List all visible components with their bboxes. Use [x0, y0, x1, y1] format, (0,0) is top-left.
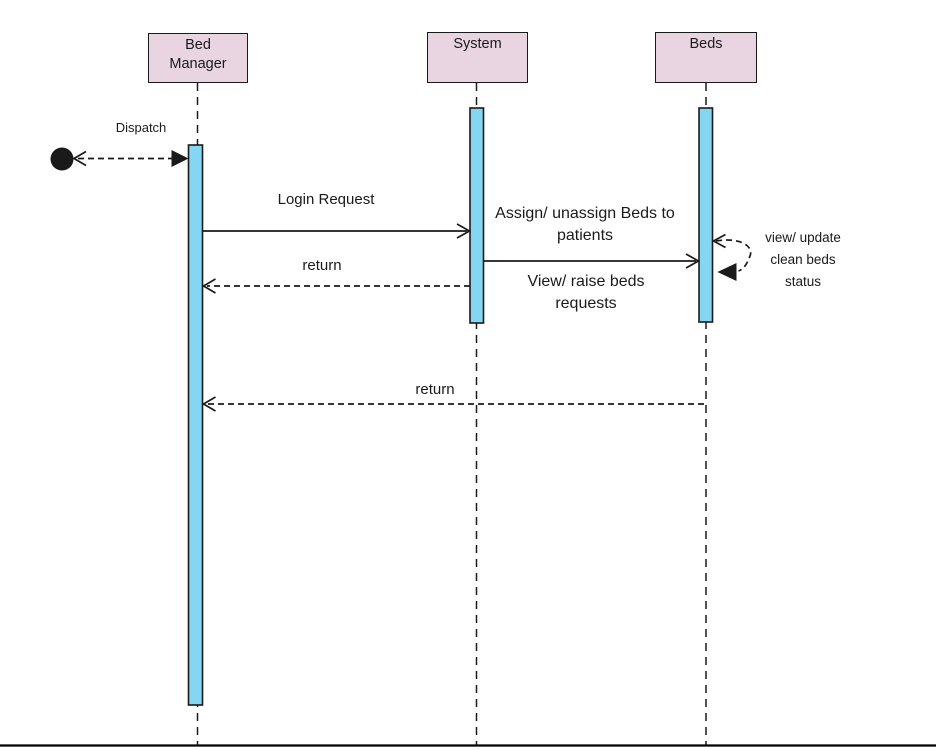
message-label-assign-unassign: Assign/ unassign Beds to patients	[495, 205, 675, 244]
open-arrowhead-left-icon	[711, 233, 726, 249]
actor-label-bed-manager: Bed Manager	[169, 37, 227, 72]
message-label-view-raise: View/ raise beds requests	[527, 273, 645, 312]
activation-bar-system[interactable]	[469, 107, 485, 324]
message-label-login-request: Login Request	[277, 191, 375, 208]
actor-box-system[interactable]: System	[427, 32, 528, 83]
message-label-return-system: return	[302, 257, 342, 274]
filled-arrowhead-right-icon	[171, 150, 189, 167]
actor-box-beds[interactable]: Beds	[655, 32, 757, 83]
open-arrowhead-left-icon	[72, 150, 87, 167]
message-label-return-beds: return	[415, 381, 455, 398]
filled-arrowhead-left-icon	[717, 263, 737, 281]
open-arrowhead-left-icon	[201, 396, 216, 412]
message-assign-unassign-arrow[interactable]	[483, 253, 701, 269]
activation-bar-beds[interactable]	[698, 107, 714, 323]
open-arrowhead-left-icon	[201, 278, 216, 294]
actor-label-beds: Beds	[689, 36, 723, 52]
message-dispatch-arrow[interactable]	[50, 147, 189, 171]
self-loop-curve	[715, 239, 752, 272]
message-label-dispatch: Dispatch	[115, 120, 167, 135]
open-arrowhead-right-icon	[685, 253, 701, 269]
message-return-beds-arrow[interactable]	[201, 396, 705, 412]
actor-label-system: System	[453, 36, 502, 52]
message-label-view-update-self: view/ update clean beds status	[765, 230, 841, 289]
actor-box-bed-manager[interactable]: Bed Manager	[148, 33, 248, 83]
activation-bar-bed-manager[interactable]	[187, 144, 204, 706]
found-message-circle	[50, 147, 74, 171]
message-login-request-arrow[interactable]	[202, 223, 472, 239]
message-return-system-arrow[interactable]	[201, 278, 471, 294]
message-self-view-update-arrow[interactable]	[711, 233, 752, 282]
open-arrowhead-right-icon	[456, 223, 472, 239]
